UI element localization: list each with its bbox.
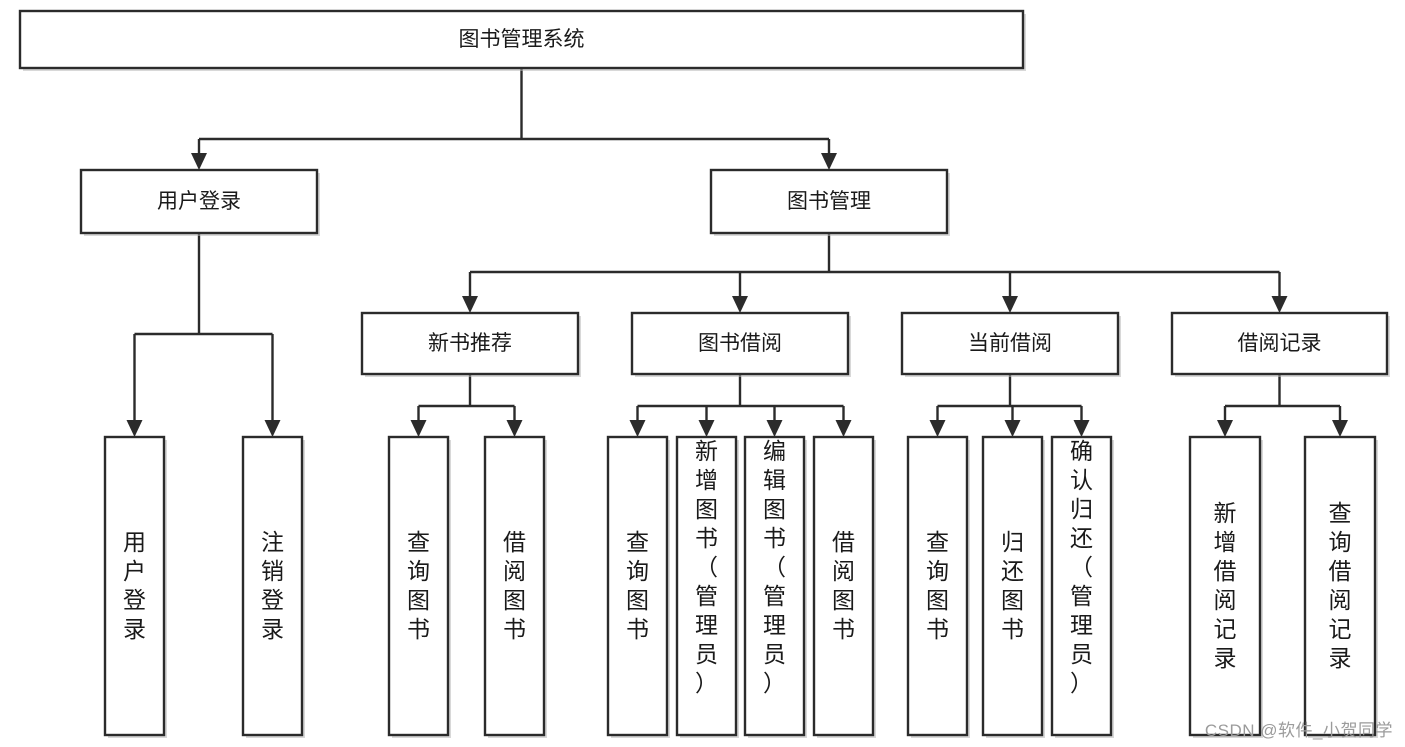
node-label: 查询图书 xyxy=(407,529,430,642)
node-box xyxy=(79,168,319,235)
node-label: 归还图书 xyxy=(1001,529,1024,642)
node-label: 编辑图书（管理员） xyxy=(763,438,786,696)
arrow-head-icon xyxy=(506,420,523,437)
arrow-head-icon xyxy=(1073,420,1090,437)
node-borrow-records[interactable]: 借阅记录 xyxy=(1170,311,1390,377)
node-box xyxy=(906,435,969,737)
node-label: 新书推荐 xyxy=(428,332,512,355)
node-label: 新增图书（管理员） xyxy=(695,438,718,696)
watermark-text: CSDN @软件_小贺同学 xyxy=(1204,721,1393,740)
arrow-head-icon xyxy=(629,420,646,437)
node-root[interactable]: 图书管理系统 xyxy=(18,9,1026,71)
node-label: 查询图书 xyxy=(626,529,649,642)
node-box xyxy=(900,311,1120,376)
node-box xyxy=(360,311,580,376)
node-leaf-borrow-book-2[interactable]: 借阅图书 xyxy=(812,435,876,738)
node-leaf-return-book[interactable]: 归还图书 xyxy=(981,435,1045,738)
node-leaf-confirm-return-admin[interactable]: 确认归还（管理员） xyxy=(1050,435,1114,738)
node-box xyxy=(812,435,875,737)
node-label: 当前借阅 xyxy=(968,332,1052,355)
arrow-head-icon xyxy=(1271,296,1288,313)
node-leaf-logout[interactable]: 注销登录 xyxy=(241,435,305,738)
node-label: 图书借阅 xyxy=(698,332,782,355)
arrow-head-icon xyxy=(766,420,783,437)
arrow-head-icon xyxy=(1004,420,1021,437)
node-leaf-query-book-2[interactable]: 查询图书 xyxy=(606,435,670,738)
arrow-head-icon xyxy=(191,153,207,170)
node-new-book-recommend[interactable]: 新书推荐 xyxy=(360,311,581,377)
node-leaf-user-login[interactable]: 用户登录 xyxy=(103,435,167,738)
connector-layer xyxy=(126,68,1348,437)
node-box xyxy=(743,435,806,737)
node-label: 借阅图书 xyxy=(832,529,855,642)
arrow-head-icon xyxy=(929,420,946,437)
node-box xyxy=(1050,435,1113,737)
node-box xyxy=(630,311,850,376)
arrow-head-icon xyxy=(821,153,837,170)
arrow-head-icon xyxy=(698,420,715,437)
node-box xyxy=(1188,435,1262,737)
arrow-head-icon xyxy=(462,296,478,313)
node-box xyxy=(387,435,450,737)
node-book-management[interactable]: 图书管理 xyxy=(709,168,950,236)
node-user-login[interactable]: 用户登录 xyxy=(79,168,320,236)
node-label: 用户登录 xyxy=(123,529,146,642)
node-box xyxy=(241,435,304,737)
node-book-borrow[interactable]: 图书借阅 xyxy=(630,311,851,377)
arrow-head-icon xyxy=(1217,420,1233,437)
node-label: 借阅记录 xyxy=(1238,332,1322,355)
node-label: 查询借阅记录 xyxy=(1329,500,1352,671)
node-box xyxy=(675,435,738,737)
arrow-head-icon xyxy=(835,420,852,437)
node-box xyxy=(606,435,669,737)
node-label: 确认归还（管理员） xyxy=(1070,438,1093,696)
node-box xyxy=(18,9,1025,70)
node-label: 用户登录 xyxy=(157,190,241,213)
node-box xyxy=(709,168,949,235)
node-layer: 图书管理系统用户登录图书管理用户登录注销登录新书推荐查询图书借阅图书图书借阅查询… xyxy=(18,9,1390,738)
node-leaf-add-book-admin[interactable]: 新增图书（管理员） xyxy=(675,435,739,738)
node-label: 图书管理系统 xyxy=(459,28,585,51)
node-leaf-add-borrow-record[interactable]: 新增借阅记录 xyxy=(1188,435,1263,738)
arrow-head-icon xyxy=(264,420,281,437)
node-box xyxy=(483,435,546,737)
node-label: 借阅图书 xyxy=(503,529,526,642)
node-current-borrow[interactable]: 当前借阅 xyxy=(900,311,1121,377)
arrow-head-icon xyxy=(410,420,427,437)
arrow-head-icon xyxy=(1002,296,1018,313)
arrow-head-icon xyxy=(126,420,143,437)
node-box xyxy=(1170,311,1389,376)
node-label: 查询图书 xyxy=(926,529,949,642)
node-box xyxy=(981,435,1044,737)
node-leaf-edit-book-admin[interactable]: 编辑图书（管理员） xyxy=(743,435,807,738)
node-box xyxy=(103,435,166,737)
arrow-head-icon xyxy=(732,296,748,313)
node-label: 注销登录 xyxy=(261,529,284,642)
node-box xyxy=(1303,435,1377,737)
node-label: 图书管理 xyxy=(787,190,871,213)
node-leaf-borrow-book-1[interactable]: 借阅图书 xyxy=(483,435,547,738)
node-leaf-query-book-3[interactable]: 查询图书 xyxy=(906,435,970,738)
node-leaf-query-borrow-record[interactable]: 查询借阅记录 xyxy=(1303,435,1378,738)
node-leaf-query-book-1[interactable]: 查询图书 xyxy=(387,435,451,738)
arrow-head-icon xyxy=(1332,420,1348,437)
node-label: 新增借阅记录 xyxy=(1214,500,1237,671)
